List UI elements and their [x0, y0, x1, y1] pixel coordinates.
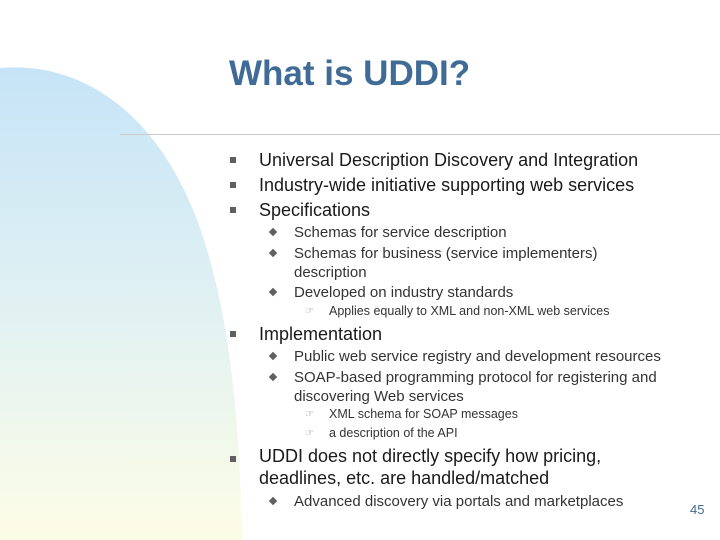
- pointing-hand-icon: ☞: [305, 306, 314, 317]
- pointing-hand-icon: ☞: [305, 428, 314, 439]
- bullet-uddi-pricing: UDDI does not directly specify how prici…: [259, 446, 602, 488]
- bullet-specifications: Specifications: [259, 200, 371, 220]
- sub-bullet-schemas-business: Schemas for business (service implemente…: [294, 245, 598, 281]
- page-number: 45: [690, 502, 705, 517]
- note-api-description: a description of the API: [329, 426, 458, 440]
- bullet-implementation: Implementation: [259, 324, 383, 344]
- sub-bullet-soap-protocol: SOAP-based programming protocol for regi…: [294, 369, 657, 405]
- note-xml-schema: XML schema for SOAP messages: [329, 407, 518, 421]
- note-xml-non-xml: Applies equally to XML and non-XML web s…: [329, 304, 610, 318]
- title-divider: [120, 134, 720, 135]
- square-bullet-icon: [230, 456, 236, 462]
- sub-bullet-advanced-discovery: Advanced discovery via portals and marke…: [294, 493, 624, 510]
- square-bullet-icon: [230, 182, 236, 188]
- sub-bullet-public-registry: Public web service registry and developm…: [294, 348, 661, 365]
- bullet-universal-description: Universal Description Discovery and Inte…: [259, 150, 639, 170]
- pointing-hand-icon: ☞: [305, 409, 314, 420]
- sub-bullet-schemas-service: Schemas for service description: [294, 224, 507, 241]
- sub-bullet-industry-standards: Developed on industry standards: [294, 284, 514, 301]
- square-bullet-icon: [230, 331, 236, 337]
- bullet-industry-initiative: Industry-wide initiative supporting web …: [259, 175, 635, 195]
- square-bullet-icon: [230, 207, 236, 213]
- slide-title: What is UDDI?: [229, 54, 471, 93]
- square-bullet-icon: [230, 157, 236, 163]
